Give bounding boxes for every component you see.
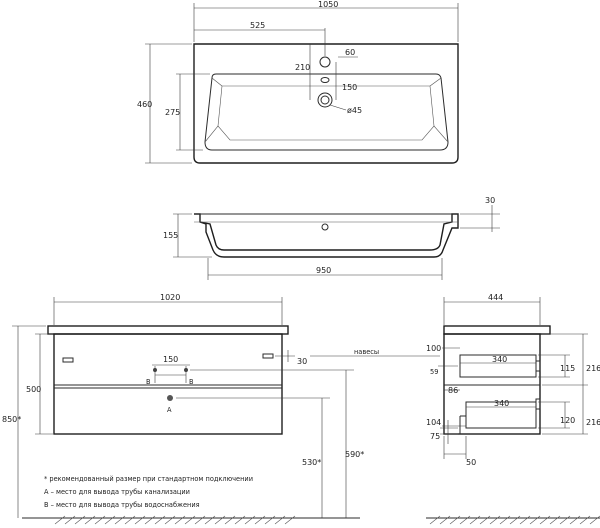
dim-drain-diameter: ø45 — [347, 106, 362, 115]
hinge-right — [262, 353, 274, 359]
mark-a: A — [167, 406, 172, 414]
dim-cabinet-depth: 444 — [488, 293, 503, 302]
dim-bottom-outer-height: 216 — [586, 418, 600, 427]
dim-bowl-height: 155 — [163, 231, 178, 240]
dim-plinth-height: 75 — [430, 432, 440, 441]
section-drain — [321, 223, 329, 231]
drain-hole-inner — [320, 95, 330, 105]
note-a: А – место для вывода трубы канализации — [44, 488, 190, 496]
dim-bottom-offset: 104 — [426, 418, 441, 427]
dim-hinge-offset: 30 — [297, 357, 307, 366]
dim-back-gap: 50 — [466, 458, 476, 467]
dim-top-outer-height: 216 — [586, 364, 600, 373]
dim-total-height: 850* — [2, 415, 21, 424]
tap-hole — [319, 56, 331, 68]
dim-top-inner-height: 115 — [560, 364, 575, 373]
dim-middle-gap: 86 — [448, 386, 458, 395]
dim-top-inner-width: 340 — [492, 355, 507, 364]
dim-pipe-spacing: 150 — [163, 355, 178, 364]
side-view: 444 100 340 59 115 216 86 340 104 120 — [426, 293, 600, 525]
dim-tap-offset: 210 — [295, 63, 310, 72]
cabinet-front — [53, 333, 283, 435]
dim-drain-height: 530* — [302, 458, 321, 467]
dim-top-drawer-offset: 100 — [426, 344, 441, 353]
side-hinge-top — [535, 360, 541, 372]
hinge-left — [62, 357, 74, 363]
section-view: 30 155 950 — [163, 196, 500, 280]
countertop-front — [47, 325, 289, 335]
overflow-hole — [320, 77, 330, 83]
top-view: 1050 525 60 460 275 210 150 ø45 — [137, 0, 459, 164]
dim-bowl-width: 950 — [316, 266, 331, 275]
basin-section — [194, 213, 459, 258]
side-hinge-bottom — [535, 398, 541, 410]
bottom-drawer-inner — [465, 401, 537, 429]
cabinet-side — [443, 333, 541, 435]
basin-outline — [193, 43, 459, 164]
dim-cabinet-width: 1020 — [160, 293, 180, 302]
note-star: * рекомендованный размер при стандартном… — [44, 475, 253, 483]
bowl-outer — [204, 73, 449, 151]
front-view: B B A 1020 150 30 навесы 500 850* 530* — [2, 293, 440, 525]
dim-rim-thickness: 30 — [485, 196, 495, 205]
note-b: B – место для вывода трубы водоснабжения — [44, 501, 200, 509]
dim-side-hinge-offset: 59 — [430, 368, 438, 376]
dim-half-width: 525 — [250, 21, 265, 30]
dim-bowl-depth: 275 — [165, 108, 180, 117]
notes: * рекомендованный размер при стандартном… — [44, 475, 253, 509]
countertop-side — [443, 325, 551, 335]
bowl-inner — [217, 85, 435, 141]
dim-depth: 460 — [137, 100, 152, 109]
dim-tap-diameter: 60 — [345, 48, 355, 57]
dim-overall-width: 1050 — [318, 0, 338, 9]
drain-hole-outer — [317, 92, 333, 108]
dim-bottom-inner-height: 120 — [560, 416, 575, 425]
dim-bottom-inner-width: 340 — [494, 399, 509, 408]
hinges-label: навесы — [354, 348, 379, 356]
dim-drain-offset: 150 — [342, 83, 357, 92]
dim-water-height: 590* — [345, 450, 364, 459]
mark-b-right: B — [189, 378, 194, 386]
pipe-a — [167, 395, 173, 401]
mark-b-left: B — [146, 378, 151, 386]
dim-cabinet-height: 500 — [26, 385, 41, 394]
